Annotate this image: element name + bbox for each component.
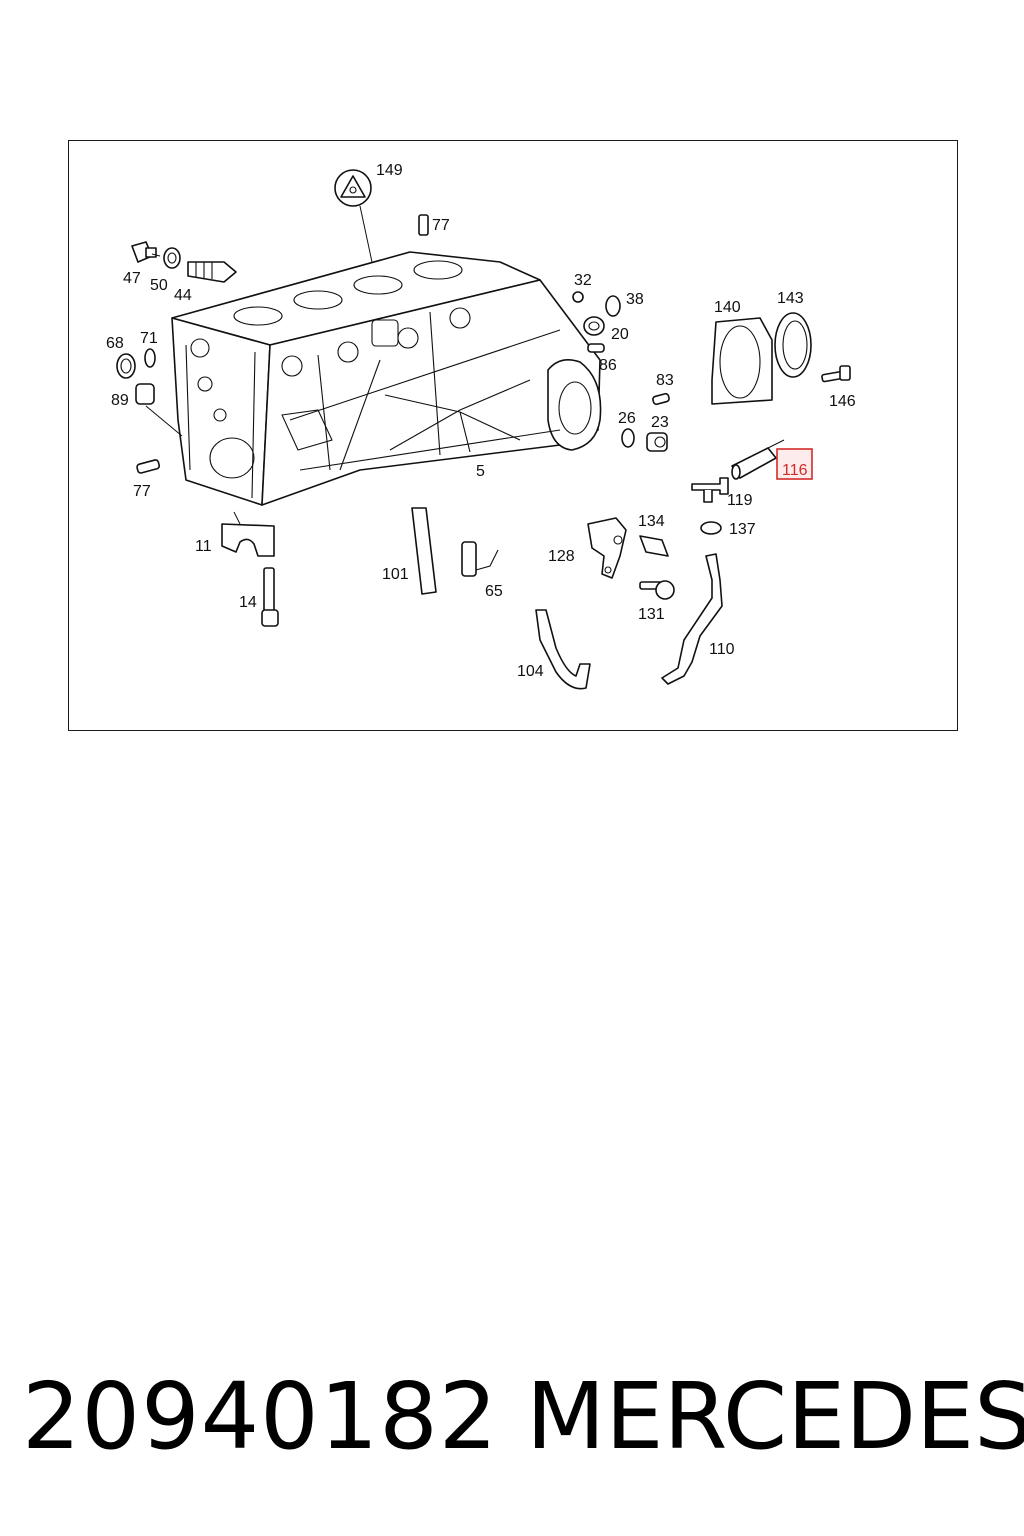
part-140-rear-cover[interactable] [711, 317, 773, 405]
part-146-bolt[interactable] [821, 365, 851, 383]
footer: 20940182 MERCEDES [0, 1362, 1024, 1472]
part-128-bracket[interactable] [587, 517, 627, 579]
part-149-plate[interactable] [334, 169, 372, 207]
part-77-dowel-bottom[interactable] [136, 459, 161, 474]
part-143-seal[interactable] [774, 312, 812, 378]
part-89-plug[interactable] [135, 383, 155, 405]
callout-146: 146 [829, 393, 856, 410]
callout-77-bottom: 77 [133, 483, 151, 500]
part-119-connector[interactable] [691, 477, 729, 503]
callout-11: 11 [195, 538, 212, 555]
part-134-clip[interactable] [639, 535, 669, 557]
callout-38: 38 [626, 291, 644, 308]
part-83-pin[interactable] [652, 392, 670, 406]
callout-50: 50 [150, 277, 168, 294]
highlight-box [776, 448, 813, 480]
callout-5: 5 [476, 463, 485, 480]
callout-134: 134 [638, 513, 665, 530]
part-77-dowel-top[interactable] [418, 214, 429, 236]
callout-104: 104 [517, 663, 544, 680]
part-number: 20940182 [22, 1363, 499, 1470]
part-23-plug[interactable] [646, 432, 668, 452]
part-86-pin[interactable] [587, 343, 605, 353]
part-68-plug[interactable] [116, 353, 136, 379]
callout-83: 83 [656, 372, 674, 389]
part-26-ring[interactable] [621, 428, 635, 448]
callout-20: 20 [611, 326, 629, 343]
exploded-parts-diagram: 149 77 47 50 44 68 71 89 77 5 32 38 20 8… [106, 162, 856, 690]
part-44-sensor[interactable] [187, 261, 237, 283]
callout-86: 86 [599, 357, 617, 374]
callout-65: 65 [485, 583, 503, 600]
part-101-tube[interactable] [411, 507, 437, 595]
engine-block[interactable] [171, 251, 602, 506]
part-14-bolt[interactable] [261, 567, 279, 627]
brand-name: MERCEDES [526, 1363, 1024, 1470]
callout-101: 101 [382, 566, 409, 583]
callout-71: 71 [140, 330, 158, 347]
part-38-ring[interactable] [605, 295, 621, 317]
callout-119: 119 [727, 492, 753, 509]
part-131-bolt[interactable] [639, 580, 675, 600]
callout-140: 140 [714, 299, 741, 316]
callout-32: 32 [574, 272, 592, 289]
part-32-plug[interactable] [572, 291, 584, 303]
callout-89: 89 [111, 392, 129, 409]
callout-131: 131 [638, 606, 665, 623]
callout-143: 143 [777, 290, 804, 307]
callout-68: 68 [106, 335, 124, 352]
callout-26: 26 [618, 410, 636, 427]
callout-137: 137 [729, 521, 756, 538]
part-65-sensor[interactable] [461, 541, 499, 577]
part-47-plug[interactable] [131, 241, 157, 263]
callout-116: 116 [782, 462, 808, 479]
part-20-sleeve[interactable] [583, 316, 605, 336]
callout-149: 149 [376, 162, 403, 179]
callout-110: 110 [709, 641, 735, 658]
part-116-hose[interactable] [731, 447, 777, 480]
callout-128: 128 [548, 548, 575, 565]
part-50-ring[interactable] [163, 247, 181, 269]
part-104-hose[interactable] [535, 609, 591, 690]
part-11-bearing-cap[interactable] [221, 523, 275, 557]
callout-77-top: 77 [432, 217, 450, 234]
callout-44: 44 [174, 287, 192, 304]
callout-47: 47 [123, 270, 141, 287]
highlight-116[interactable]: 116 [776, 448, 813, 480]
callout-14: 14 [239, 594, 257, 611]
callout-23: 23 [651, 414, 669, 431]
part-137-clamp[interactable] [700, 521, 722, 535]
part-110-hose[interactable] [661, 553, 723, 685]
part-71-ring[interactable] [144, 348, 156, 368]
